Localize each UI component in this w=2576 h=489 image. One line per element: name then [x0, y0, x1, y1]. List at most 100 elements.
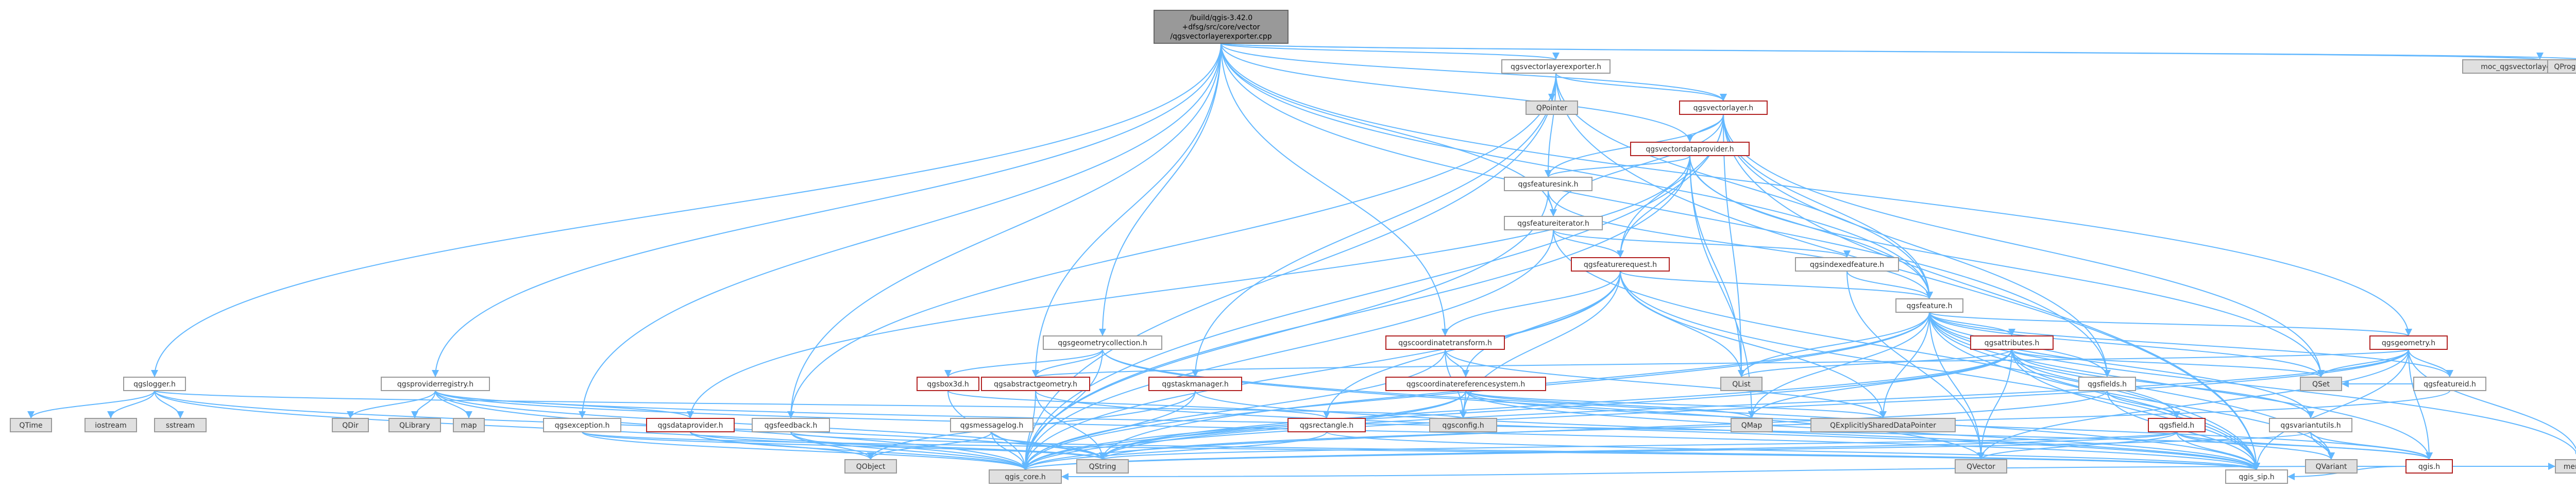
edge-qgsgeometrycollection_h-to-qgis_core_h [1022, 349, 1103, 470]
edge-qgsattributes_h-to-qset [2011, 349, 2325, 378]
node-qgsfields_h[interactable]: qgsfields.h [2078, 377, 2136, 391]
edge-qgsvectorlayer_h-to-qset [1723, 114, 2325, 378]
edge-qgsfield_h-to-qstring [1099, 431, 2177, 460]
node-label: qgsvariantutils.h [2280, 421, 2341, 430]
node-qtime: QTime [10, 418, 52, 432]
edge-qgstaskmanager_h-to-qgis_sip_h [1195, 390, 2260, 470]
node-qgsvectordataprovider_h[interactable]: qgsvectordataprovider.h [1630, 142, 1750, 156]
node-qgsrectangle_h[interactable]: qgsrectangle.h [1287, 418, 1366, 432]
edge-root-to-qgsexception_h [579, 43, 1222, 419]
node-label: qgsproviderregistry.h [397, 380, 473, 389]
node-label: QObject [856, 463, 886, 471]
node-qgsfeature_h[interactable]: qgsfeature.h [1895, 298, 1963, 313]
edge-qgscoordinatetransform_h-to-qexplicitly [1445, 349, 1887, 419]
node-qgscrs_h[interactable]: qgscoordinatereferencesystem.h [1385, 377, 1546, 391]
node-label: qgsrectangle.h [1300, 421, 1353, 430]
edge-qgsfeaturerequest_h-to-qgis_core_h [1022, 271, 1621, 470]
node-box [917, 377, 979, 391]
edge-root-to-qgslogger_h [151, 43, 1222, 378]
node-label: +dfsg/src/core/vector [1182, 23, 1260, 31]
edge-qgsproviderregistry_h-to-qdir [347, 390, 436, 419]
edge-qgsgeometrycollection_h-to-qgsbox3d_h [944, 349, 1103, 378]
node-qgsexception_h[interactable]: qgsexception.h [543, 418, 621, 432]
node-root[interactable]: /build/qgis-3.42.0+dfsg/src/core/vector/… [1154, 10, 1289, 44]
node-qgsfeaturesink_h[interactable]: qgsfeaturesink.h [1504, 177, 1592, 191]
edge-qgsattributes_h-to-qstring [1099, 349, 2012, 460]
edge-qgsdataprovider_h-to-qobject [690, 431, 874, 460]
edge-root-to-qgsabstractgeometry_h [1032, 43, 1222, 378]
edge-qgsfeatureiterator_h-to-qgis_sip_h [1553, 229, 2260, 470]
node-label: qgsfields.h [2088, 380, 2127, 389]
node-box [844, 459, 897, 474]
node-qgsgeometry_h[interactable]: qgsgeometry.h [2369, 335, 2448, 350]
node-sstream: sstream [154, 418, 207, 432]
node-label: qgsfeaturerequest.h [1584, 261, 1657, 269]
edge-qgsfeedback_h-to-qgis_sip_h [790, 431, 2260, 470]
edge-qgsattributes_h-to-qmap [1748, 349, 2012, 419]
edge-qgsvectorlayerexporter_h-to-qgstaskmanager_h [1192, 73, 1556, 378]
node-qgsindexedfeature_h[interactable]: qgsindexedfeature.h [1795, 257, 1899, 272]
node-box [123, 377, 186, 391]
node-qgsvariantutils_h[interactable]: qgsvariantutils.h [2269, 418, 2352, 432]
node-qgis_sip_h[interactable]: qgis_sip.h [2225, 469, 2288, 484]
edge-root-to-qgscoordinatetransform_h [1221, 43, 1449, 336]
node-qgsvectorlayerexporter_h[interactable]: qgsvectorlayerexporter.h [1501, 59, 1611, 74]
edge-qgsindexedfeature_h-to-qgsfeature_h [1846, 271, 1933, 299]
node-qgsvectorlayer_h[interactable]: qgsvectorlayer.h [1679, 100, 1768, 115]
edge-qgsfeaturerequest_h-to-qlist [1620, 271, 1745, 378]
node-qgstaskmanager_h[interactable]: qgstaskmanager.h [1148, 377, 1242, 391]
node-qgsfeatureiterator_h[interactable]: qgsfeatureiterator.h [1504, 216, 1603, 230]
node-box [453, 418, 485, 432]
node-layer: /build/qgis-3.42.0+dfsg/src/core/vector/… [10, 10, 2576, 484]
node-qgsproviderregistry_h[interactable]: qgsproviderregistry.h [381, 377, 490, 391]
node-label: qgsbox3d.h [927, 380, 969, 389]
node-qgsbox3d_h[interactable]: qgsbox3d.h [917, 377, 979, 391]
edge-qgis_h-to-qgis_core_h [1061, 466, 2406, 480]
edge-qgsfeaturesink_h-to-qgsfeature_h [1548, 190, 1933, 299]
node-qgis_h[interactable]: qgis.h [2405, 459, 2453, 474]
node-qgsabstractgeometry_h[interactable]: qgsabstractgeometry.h [981, 377, 1090, 391]
edge-root-to-qgsgeometry_h [1221, 43, 2412, 336]
node-qgsmessagelog_h[interactable]: qgsmessagelog.h [950, 418, 1033, 432]
node-qgsconfig_h: qgsconfig.h [1429, 418, 1497, 432]
node-qgsfield_h[interactable]: qgsfield.h [2148, 418, 2206, 432]
edge-qgsvectordataprovider_h-to-qlist [1689, 155, 1745, 378]
node-qmap: QMap [1731, 418, 1773, 432]
node-box [2547, 59, 2576, 74]
edge-qgscrs_h-to-qexplicitly [1465, 390, 1887, 419]
node-box [1429, 418, 1497, 432]
node-label: QList [1732, 380, 1751, 389]
node-box [1287, 418, 1366, 432]
edge-qgsvectorlayer_h-to-qgsfields_h [1723, 114, 2111, 378]
node-qexplicitly: QExplicitlySharedDataPointer [1810, 418, 1956, 432]
edge-qgsattributes_h-to-qgis_sip_h [2011, 349, 2260, 470]
node-qgsfeatureid_h[interactable]: qgsfeatureid.h [2413, 377, 2486, 391]
node-label: qgstaskmanager.h [1162, 380, 1229, 389]
edge-qgsvectordataprovider_h-to-qset [1689, 155, 2325, 378]
node-qvariant: QVariant [2305, 459, 2358, 474]
node-qgsfeedback_h[interactable]: qgsfeedback.h [752, 418, 830, 432]
node-qgsattributes_h[interactable]: qgsattributes.h [1970, 335, 2054, 350]
node-box [2555, 459, 2576, 474]
node-box [381, 377, 490, 391]
edge-qgsfeature_h-to-qgsgeometry_h [1929, 312, 2412, 336]
edge-qgsabstractgeometry_h-to-qstring [1035, 390, 1106, 460]
node-box [989, 469, 1062, 484]
edge-qgsfeaturerequest_h-to-qexplicitly [1620, 271, 1887, 419]
node-box [2078, 377, 2136, 391]
node-label: qgsabstractgeometry.h [994, 380, 1077, 389]
node-qgscoordinatetransform_h[interactable]: qgscoordinatetransform.h [1385, 335, 1505, 350]
node-box [2405, 459, 2453, 474]
node-qgslogger_h[interactable]: qgslogger.h [123, 377, 186, 391]
edge-qgsfeature_h-to-qgsvariantutils_h [1929, 312, 2314, 419]
edge-qgsfeaturerequest_h-to-qgscoordinatetransform_h [1442, 271, 1621, 336]
node-qgsdataprovider_h[interactable]: qgsdataprovider.h [646, 418, 735, 432]
node-box [1630, 142, 1750, 156]
node-label: qgis_core.h [1005, 473, 1046, 481]
edge-qgsfeature_h-to-qgsattributes_h [1929, 312, 2015, 336]
node-qgsfeaturerequest_h[interactable]: qgsfeaturerequest.h [1571, 257, 1670, 272]
node-label: qgis.h [2418, 463, 2440, 471]
edge-qgslogger_h-to-qgsconfig_h [154, 390, 1466, 419]
node-box [1526, 100, 1578, 115]
node-qgsgeometrycollection_h[interactable]: qgsgeometrycollection.h [1043, 335, 1162, 350]
